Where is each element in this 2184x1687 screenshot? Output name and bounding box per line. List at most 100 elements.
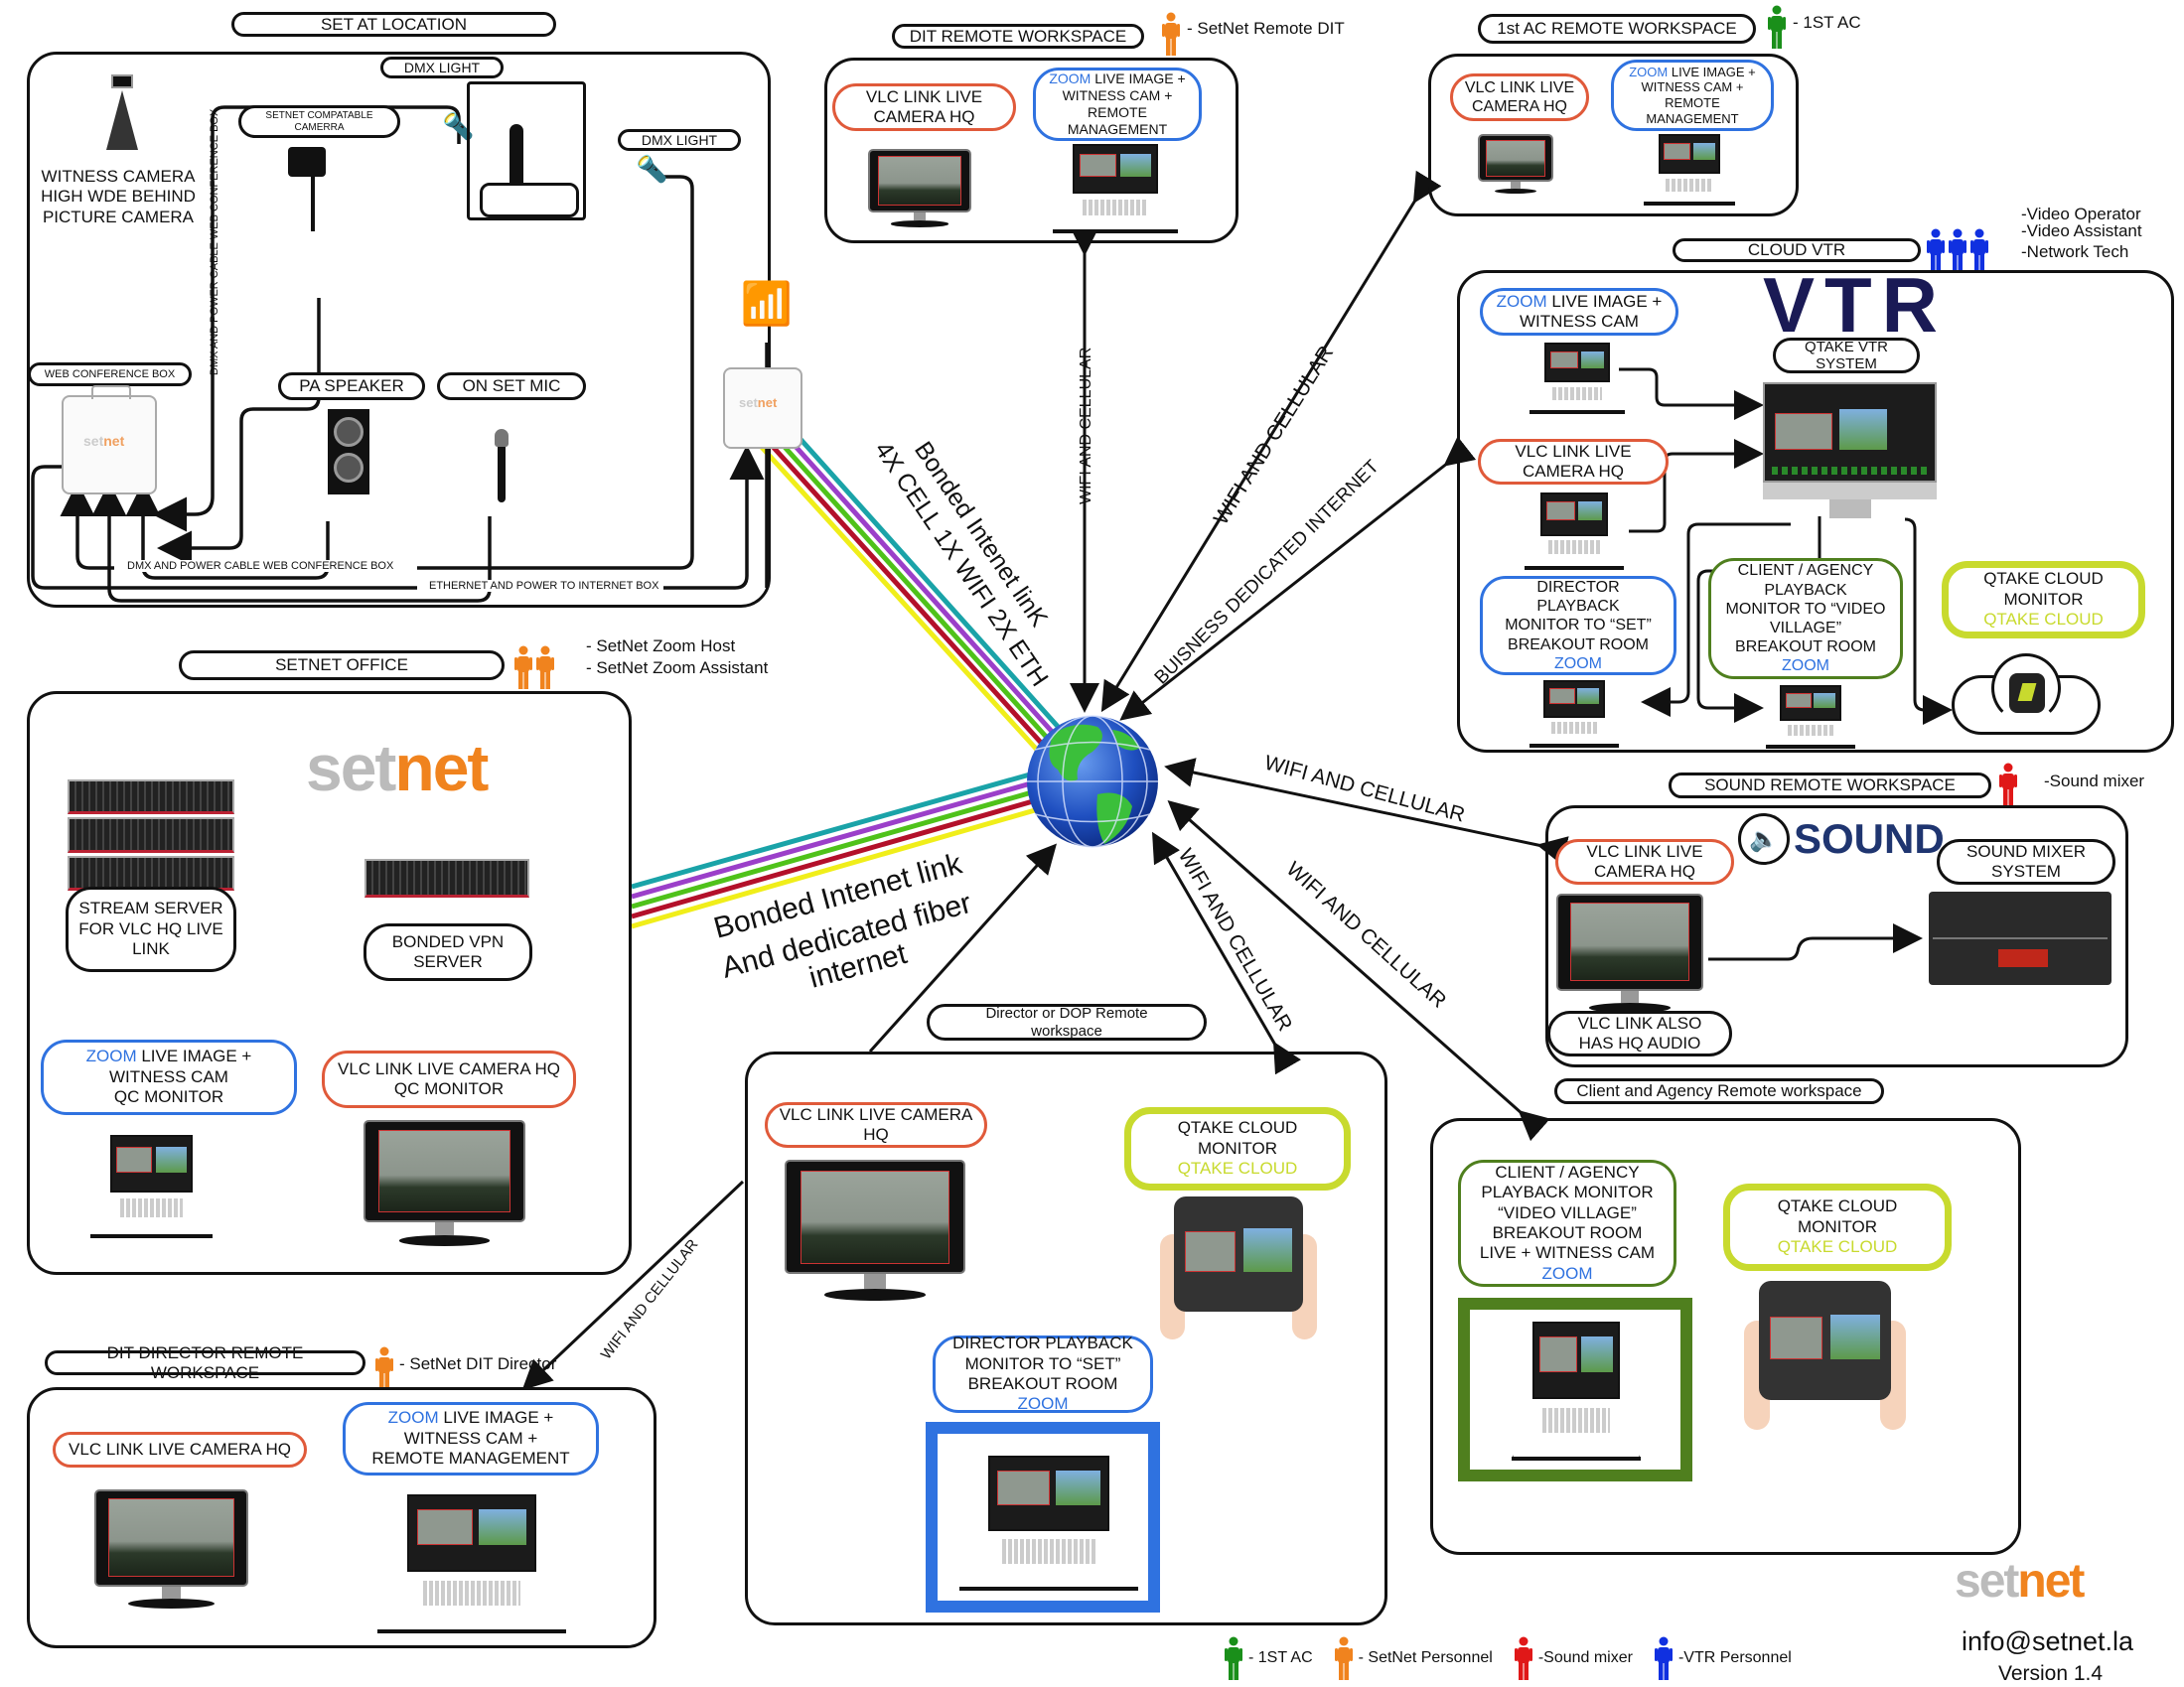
on-set-mic-label: ON SET MIC — [437, 372, 586, 400]
internet-box-icon: setnet — [723, 367, 802, 449]
client-qtake-tablet-icon — [1733, 1281, 1917, 1438]
pa-speaker-icon — [328, 409, 369, 494]
person-vtr-icon — [1654, 1636, 1673, 1680]
legend-item: -VTR Personnel — [1654, 1636, 1792, 1680]
dit-remote-zoom-callout: ZOOM LIVE IMAGE + WITNESS CAM + REMOTE M… — [1033, 68, 1202, 141]
witness-camera-tripod-icon — [104, 74, 140, 156]
dit-director-vlc-monitor-icon — [94, 1489, 248, 1614]
vtr-role-1: -Video Operator — [2021, 205, 2141, 223]
client-qtake-callout: QTAKE CLOUD MONITOR QTAKE CLOUD — [1723, 1184, 1952, 1271]
label-bonded-top-1: Bonded Intenet linK — [909, 437, 1053, 633]
director-laptop-icon — [1529, 680, 1619, 748]
director-vlc-monitor-icon — [785, 1160, 965, 1307]
web-conference-box-icon: setnet — [62, 385, 157, 494]
legend-item: - SetNet Personnel — [1334, 1636, 1493, 1680]
label-to-client: WIFI AND CELLULAR — [1282, 858, 1451, 1013]
setnet-office-panel — [27, 691, 632, 1275]
legend: - 1ST AC - SetNet Personnel -Sound mixer… — [1225, 1636, 1792, 1680]
footer-email[interactable]: info@setnet.la — [1962, 1626, 2134, 1656]
label-bonded-left-2: And dedicated fiber — [718, 887, 974, 985]
dit-director-zoom-callout: ZOOM LIVE IMAGE + WITNESS CAM + REMOTE M… — [343, 1402, 599, 1476]
link-first-ac — [1100, 170, 1442, 713]
witness-camera-label: WITNESS CAMERA HIGH WDE BEHIND PICTURE C… — [41, 167, 196, 226]
label-bonded-top-2: 4X CELL 1X WIFI 2X ETH — [869, 437, 1054, 692]
link-vtr — [1119, 436, 1477, 721]
video-camera-icon — [288, 147, 338, 236]
person-vtr-icon — [1949, 228, 1966, 272]
vlc-laptop-icon — [1525, 492, 1624, 570]
vtr-client-playback-callout: CLIENT / AGENCY PLAYBACK MONITOR TO “VID… — [1708, 558, 1903, 679]
vlc-qc-monitor-icon — [364, 1120, 525, 1251]
legend-item: -Sound mixer — [1514, 1636, 1633, 1680]
person-sound-icon — [1999, 763, 2017, 806]
client-laptop-icon — [1766, 685, 1855, 749]
client-laptop-frame — [1458, 1298, 1692, 1481]
label-bonded-left-3: internet — [805, 937, 911, 995]
office-zoom-callout: ZOOM LIVE IMAGE + WITNESS CAM QC MONITOR — [41, 1040, 297, 1115]
person-setnet-icon — [1334, 1636, 1353, 1680]
vtr-zoom-callout: ZOOM LIVE IMAGE + WITNESS CAM — [1480, 288, 1678, 336]
dmx-light-icon-2: 🔦 — [636, 154, 668, 184]
vtr-personnel-group — [1927, 228, 1990, 272]
web-conference-box-label: WEB CONFERENCE BOX — [28, 362, 192, 386]
sound-mixer-callout: SOUND MIXER SYSTEM — [1937, 839, 2115, 885]
client-laptop-icon — [1512, 1322, 1641, 1461]
first-ac-title: 1st AC REMOTE WORKSPACE — [1478, 14, 1756, 44]
cloud-vtr-title: CLOUD VTR — [1673, 238, 1921, 262]
client-agency-title: Client and Agency Remote workspace — [1554, 1078, 1884, 1104]
person-first-ac-icon — [1225, 1636, 1242, 1680]
bonded-vpn-server-icon — [364, 859, 529, 899]
vtr-vlc-callout: VLC LINK LIVE CAMERA HQ — [1478, 439, 1669, 485]
sound-panel — [1545, 805, 2128, 1067]
office-vlc-callout: VLC LINK LIVE CAMERA HQ QC MONITOR — [322, 1051, 576, 1108]
zoom-laptop-icon — [1529, 343, 1625, 414]
director-dop-panel — [745, 1052, 1387, 1625]
dit-director-person-note: - SetNet DIT Director — [399, 1354, 557, 1373]
first-ac-zoom-callout: ZOOM LIVE IMAGE + WITNESS CAM + REMOTE M… — [1611, 60, 1774, 131]
cloud-vtr-panel — [1457, 270, 2174, 753]
office-role-1: - SetNet Zoom Host — [586, 636, 736, 655]
stream-server-rack-icon — [68, 779, 234, 891]
person-first-ac-icon — [1768, 5, 1786, 49]
sound-person-note: -Sound mixer — [2044, 772, 2145, 790]
vlc-monitor-icon — [1478, 134, 1553, 196]
label-to-sound: WIFI AND CELLULAR — [1262, 752, 1468, 827]
director-vlc-callout: VLC LINK LIVE CAMERA HQ — [765, 1102, 987, 1148]
dit-director-vlc-callout: VLC LINK LIVE CAMERA HQ — [53, 1432, 307, 1468]
first-ac-person-note: - 1ST AC — [1793, 13, 1861, 32]
director-laptop-frame — [926, 1422, 1160, 1613]
person-setnet-icon — [1162, 12, 1180, 56]
microphone-icon — [495, 429, 509, 504]
setnet-personnel-group — [514, 645, 554, 689]
setnet-logo: setnet — [306, 731, 489, 804]
footer-setnet-logo: setnet — [1955, 1555, 2085, 1608]
director-laptop-icon — [959, 1456, 1138, 1591]
sound-mixer-device-icon — [1929, 892, 2111, 985]
globe-icon — [1027, 715, 1158, 848]
stream-server-callout: STREAM SERVER FOR VLC HQ LIVE LINK — [66, 887, 236, 972]
dit-director-title: DIT DIRECTOR REMOTE WORKSPACE — [45, 1343, 365, 1382]
label-to-vtr: BUISNESS DEDICATED INTERNET — [1151, 456, 1383, 688]
first-ac-panel — [1428, 54, 1799, 216]
vtr-role-2: -Video Assistant — [2021, 221, 2142, 240]
person-setnet-icon — [375, 1346, 393, 1390]
person-sound-icon — [1514, 1636, 1532, 1680]
dit-director-panel — [27, 1387, 656, 1648]
set-location-title: SET AT LOCATION — [231, 12, 556, 37]
director-qtake-tablet-icon — [1149, 1196, 1328, 1347]
sound-vlc-monitor-icon — [1556, 894, 1703, 1018]
director-qtake-callout: QTAKE CLOUD MONITOR QTAKE CLOUD — [1124, 1107, 1351, 1191]
wifi-icon: 📶 — [740, 280, 794, 327]
dmx-light-label-2: DMX LIGHT — [618, 129, 741, 151]
dit-director-zoom-laptop-icon — [377, 1494, 566, 1633]
sound-vlc-callout: VLC LINK LIVE CAMERA HQ — [1555, 839, 1734, 885]
bonded-link-top — [756, 425, 1063, 752]
vtr-qtake-cloud-callout: QTAKE CLOUD MONITOR QTAKE CLOUD — [1942, 561, 2145, 638]
dmx-light-label-1: DMX LIGHT — [380, 57, 504, 78]
first-ac-vlc-callout: VLC LINK LIVE CAMERA HQ — [1450, 73, 1589, 121]
zoom-laptop-icon — [1644, 134, 1735, 206]
sound-title: SOUND REMOTE WORKSPACE — [1669, 773, 1991, 798]
bonded-vpn-callout: BONDED VPN SERVER — [364, 923, 532, 981]
qtake-vtr-system-label: QTAKE VTR SYSTEM — [1773, 338, 1920, 373]
dit-remote-person-note: - SetNet Remote DIT — [1187, 19, 1345, 38]
